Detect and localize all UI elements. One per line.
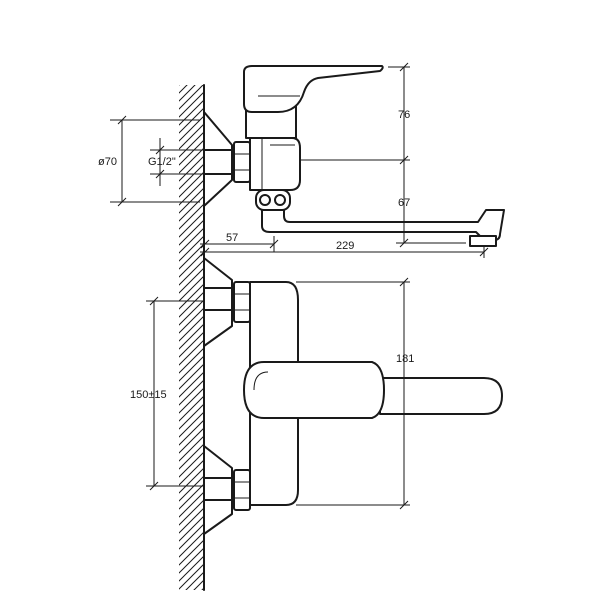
dimensions: 76 67 ø70 G1/2" 57 229 xyxy=(98,62,489,510)
side-body xyxy=(249,137,301,191)
dim-g12: G1/2" xyxy=(148,156,176,168)
front-handle xyxy=(243,361,385,419)
side-connector xyxy=(203,149,235,175)
side-view xyxy=(203,65,505,247)
side-aerator xyxy=(469,235,497,247)
dim-70: ø70 xyxy=(98,156,117,168)
front-escutcheon-lower xyxy=(203,445,233,535)
side-nut xyxy=(233,141,251,183)
front-spout xyxy=(379,377,503,415)
dim-67: 67 xyxy=(398,197,410,209)
side-handle xyxy=(243,65,384,113)
front-nut-upper xyxy=(233,281,251,323)
side-escutcheon xyxy=(203,111,233,207)
dim-229: 229 xyxy=(336,240,354,252)
dim-57: 57 xyxy=(226,232,238,244)
front-view xyxy=(203,257,503,535)
dim-181: 181 xyxy=(396,353,414,365)
wall xyxy=(179,84,205,591)
dim-76: 76 xyxy=(398,109,410,121)
dim-150: 150±15 xyxy=(130,389,167,401)
front-escutcheon-upper xyxy=(203,257,233,347)
side-spout xyxy=(261,209,505,241)
front-nut-lower xyxy=(233,469,251,511)
